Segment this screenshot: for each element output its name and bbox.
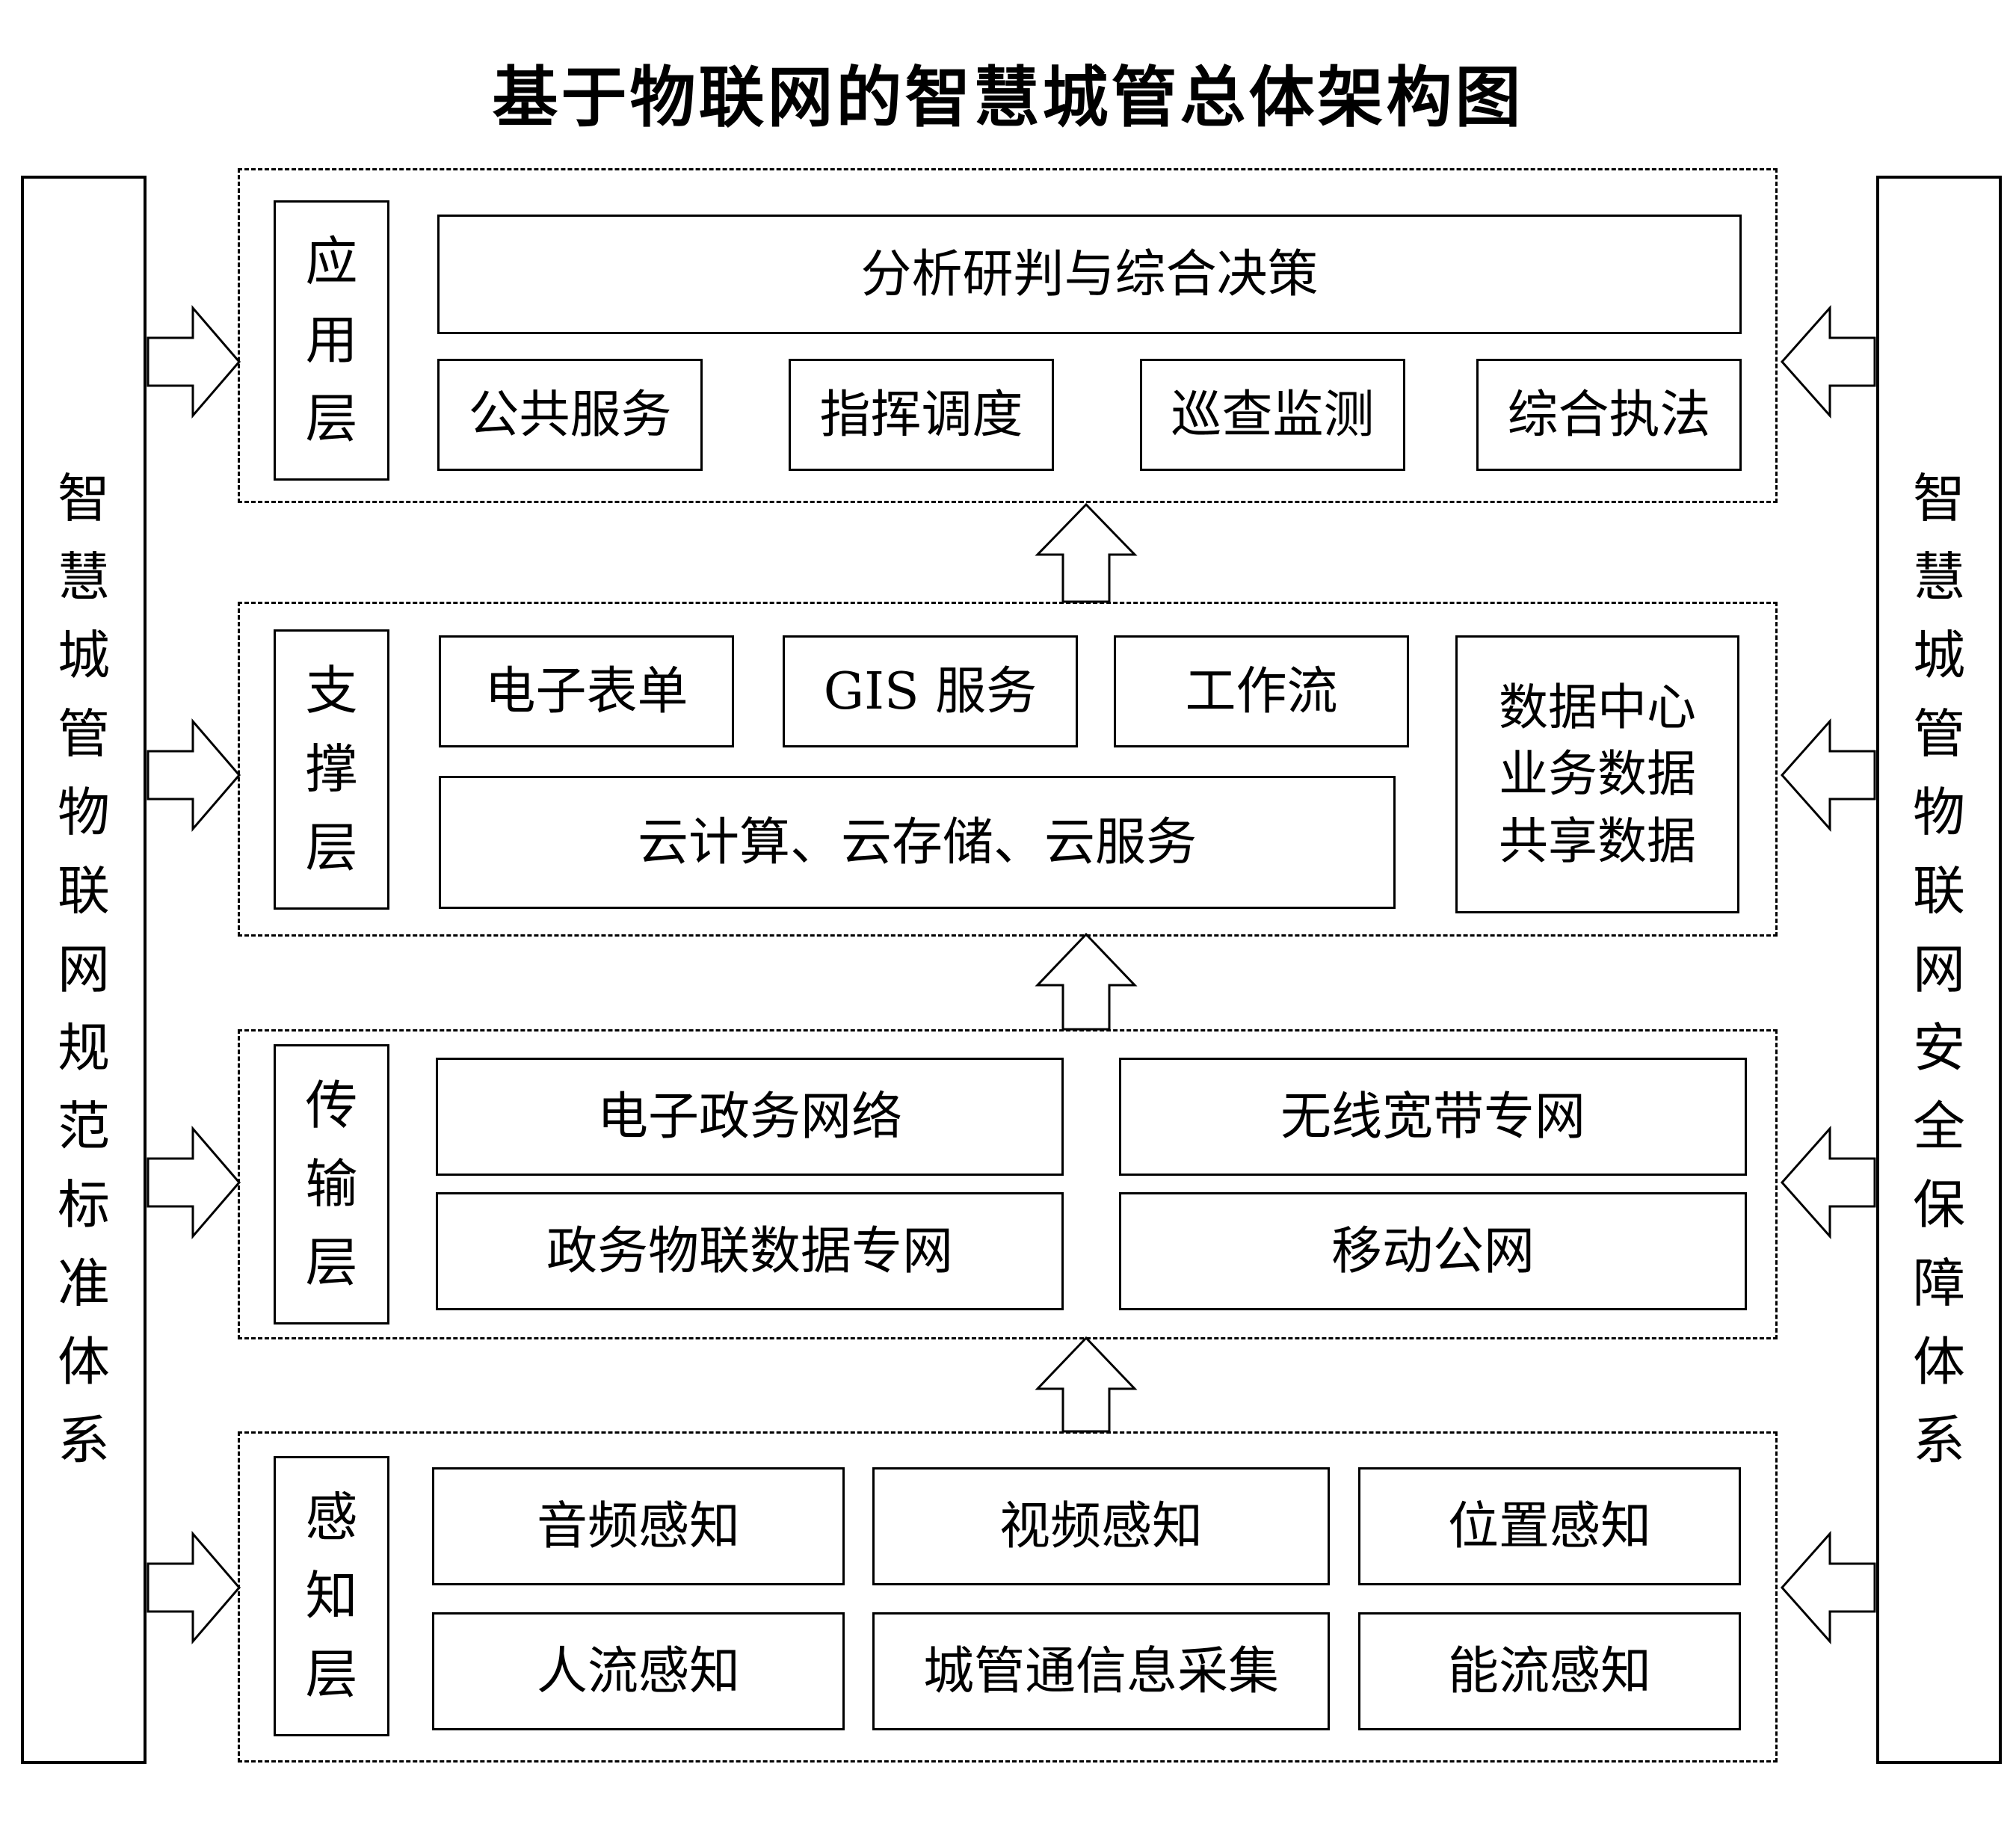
arrow-right-support: [1780, 718, 1876, 832]
left-pillar-label: 智 慧 城 管 物 联 网 规 范 标 准 体 系: [58, 468, 110, 1471]
arrow-right-application: [1780, 305, 1876, 419]
support-item-gis: GIS 服务: [783, 635, 1078, 747]
arrow-left-transport: [147, 1125, 241, 1240]
application-layer-label: 应 用 层: [274, 200, 389, 481]
support-layer-frame: [238, 602, 1778, 937]
left-pillar-standards: 智 慧 城 管 物 联 网 规 范 标 准 体 系: [21, 176, 147, 1764]
perception-item-location: 位置感知: [1358, 1467, 1741, 1585]
diagram-title: 基于物联网的智慧城管总体架构图: [492, 58, 1524, 136]
support-item-e-form: 电子表单: [439, 635, 734, 747]
perception-layer-frame: [238, 1431, 1778, 1763]
decision-box: 分析研判与综合决策: [437, 215, 1742, 334]
transport-item-wireless-broadband: 无线宽带专网: [1119, 1058, 1747, 1176]
app-item-command-dispatch: 指挥调度: [789, 359, 1054, 471]
transport-item-egov-network: 电子政务网络: [436, 1058, 1064, 1176]
right-pillar-label: 智 慧 城 管 物 联 网 安 全 保 障 体 系: [1913, 468, 1965, 1471]
perception-item-city-mgmt-collection: 城管通信息采集: [872, 1612, 1330, 1730]
perception-item-energy-flow: 能流感知: [1358, 1612, 1741, 1730]
application-layer-frame: [238, 168, 1778, 503]
arrow-left-perception: [147, 1530, 241, 1645]
arrow-up-perception-to-transport: [1035, 1336, 1138, 1433]
arrow-right-transport: [1780, 1126, 1876, 1239]
perception-item-crowd-flow: 人流感知: [432, 1612, 845, 1730]
app-item-public-service: 公共服务: [437, 359, 703, 471]
transport-layer-frame: [238, 1029, 1778, 1339]
arrow-up-transport-to-support: [1035, 932, 1138, 1031]
transport-item-mobile-public-network: 移动公网: [1119, 1192, 1747, 1310]
support-cloud: 云计算、云存储、云服务: [439, 776, 1396, 909]
support-layer-label: 支 撑 层: [274, 629, 389, 910]
arrow-left-support: [147, 718, 241, 833]
arrow-up-support-to-application: [1035, 502, 1138, 603]
right-pillar-security: 智 慧 城 管 物 联 网 安 全 保 障 体 系: [1876, 176, 2002, 1764]
perception-layer-label: 感 知 层: [274, 1456, 389, 1736]
transport-item-iot-data-network: 政务物联数据专网: [436, 1192, 1064, 1310]
perception-item-video: 视频感知: [872, 1467, 1330, 1585]
transport-layer-label: 传 输 层: [274, 1044, 389, 1324]
perception-item-audio: 音频感知: [432, 1467, 845, 1585]
arrow-left-application: [147, 304, 241, 419]
support-data-center: 数据中心 业务数据 共享数据: [1455, 635, 1739, 913]
arrow-right-perception: [1780, 1531, 1876, 1644]
app-item-enforcement: 综合执法: [1476, 359, 1742, 471]
app-item-patrol-monitor: 巡查监测: [1140, 359, 1405, 471]
support-item-workflow: 工作流: [1114, 635, 1409, 747]
